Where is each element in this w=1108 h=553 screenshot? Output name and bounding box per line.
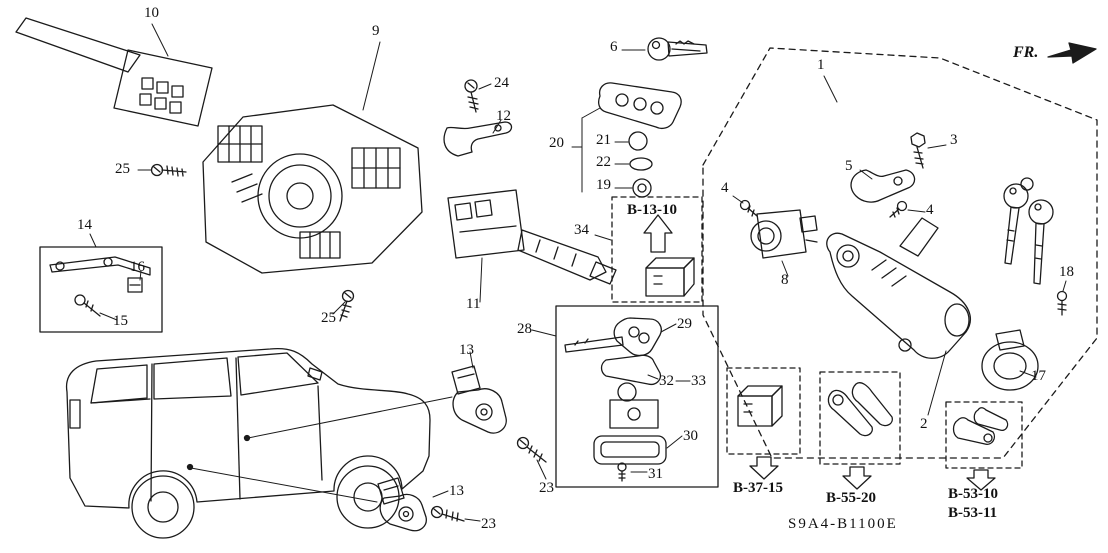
callout-18[interactable]: 18 bbox=[1059, 264, 1074, 280]
screw-24-drawing bbox=[464, 79, 479, 113]
screw-23-upper-drawing bbox=[516, 436, 547, 463]
callout-15[interactable]: 15 bbox=[113, 313, 128, 329]
callout-10[interactable]: 10 bbox=[144, 5, 159, 21]
callout-31[interactable]: 31 bbox=[648, 466, 663, 482]
callout-3[interactable]: 3 bbox=[950, 132, 958, 148]
callout-1[interactable]: 1 bbox=[817, 57, 825, 73]
screw-4-left-drawing bbox=[739, 199, 758, 217]
leader-lines bbox=[89, 23, 1067, 522]
vehicle-drawing bbox=[65, 347, 431, 539]
steering-lock-drawing bbox=[826, 217, 971, 359]
assembly-region-1-outline bbox=[702, 47, 1098, 459]
callout-4b[interactable]: 4 bbox=[926, 202, 934, 218]
screw-4-right-drawing bbox=[889, 200, 908, 218]
ref-b-53-10[interactable]: B-53-10 bbox=[948, 486, 998, 502]
ignition-switch-drawing bbox=[750, 209, 818, 259]
diagram-code: S9A4-B1100E bbox=[788, 516, 898, 532]
ref-box-b1310-drawing bbox=[611, 196, 703, 303]
immobilizer-ring-drawing bbox=[981, 329, 1039, 391]
door-switch-upper-drawing bbox=[451, 365, 507, 434]
bracket-12-drawing bbox=[443, 121, 513, 157]
callout-14[interactable]: 14 bbox=[77, 217, 92, 233]
bracket-kit-box-drawing bbox=[39, 246, 163, 333]
callout-19[interactable]: 19 bbox=[596, 177, 611, 193]
callout-25b[interactable]: 25 bbox=[321, 310, 336, 326]
door-switch-lower-drawing bbox=[377, 477, 427, 532]
callout-12[interactable]: 12 bbox=[496, 108, 511, 124]
callout-11[interactable]: 11 bbox=[466, 296, 481, 312]
transmitter-group-drawing bbox=[598, 82, 682, 198]
ref-box-b3715-drawing bbox=[726, 367, 801, 480]
callout-30[interactable]: 30 bbox=[683, 428, 698, 444]
clamp-5-drawing bbox=[850, 169, 916, 203]
screw-25-right-drawing bbox=[339, 289, 355, 322]
callout-2[interactable]: 2 bbox=[920, 416, 928, 432]
ref-b-37-15[interactable]: B-37-15 bbox=[733, 480, 783, 496]
callout-24[interactable]: 24 bbox=[494, 75, 509, 91]
bolt-3-drawing bbox=[910, 132, 926, 169]
callout-5[interactable]: 5 bbox=[845, 158, 853, 174]
screw-25-left-drawing bbox=[150, 163, 187, 177]
callout-28[interactable]: 28 bbox=[517, 321, 532, 337]
ref-box-b5310-drawing bbox=[945, 401, 1023, 491]
ref-box-b5520-drawing bbox=[819, 371, 901, 490]
callout-4a[interactable]: 4 bbox=[721, 180, 729, 196]
callout-20[interactable]: 20 bbox=[549, 135, 564, 151]
wiper-switch-drawing bbox=[447, 189, 617, 285]
callout-9[interactable]: 9 bbox=[372, 23, 380, 39]
ref-b-13-10[interactable]: B-13-10 bbox=[627, 202, 677, 218]
callout-29[interactable]: 29 bbox=[677, 316, 692, 332]
callout-22[interactable]: 22 bbox=[596, 154, 611, 170]
fr-label: FR. bbox=[1013, 44, 1039, 61]
screw-18-drawing bbox=[1056, 290, 1068, 316]
callout-6[interactable]: 6 bbox=[610, 39, 618, 55]
ref-b-55-20[interactable]: B-55-20 bbox=[826, 490, 876, 506]
callout-21[interactable]: 21 bbox=[596, 132, 611, 148]
fr-direction-arrow bbox=[1047, 42, 1097, 64]
combination-switch-drawing bbox=[202, 104, 423, 274]
callout-13b[interactable]: 13 bbox=[449, 483, 464, 499]
callout-25a[interactable]: 25 bbox=[115, 161, 130, 177]
screw-23-lower-drawing bbox=[430, 505, 465, 522]
key-6-drawing bbox=[647, 37, 708, 61]
callout-16[interactable]: 16 bbox=[130, 259, 145, 275]
callout-23a[interactable]: 23 bbox=[539, 480, 554, 496]
callout-34[interactable]: 34 bbox=[574, 222, 589, 238]
callout-17[interactable]: 17 bbox=[1031, 368, 1046, 384]
callout-13a[interactable]: 13 bbox=[459, 342, 474, 358]
callout-23b[interactable]: 23 bbox=[481, 516, 496, 532]
key-kit-box-drawing bbox=[555, 305, 719, 488]
callout-8[interactable]: 8 bbox=[781, 272, 789, 288]
ref-b-53-11[interactable]: B-53-11 bbox=[948, 505, 998, 521]
callout-32[interactable]: 32 bbox=[659, 373, 674, 389]
callout-33[interactable]: 33 bbox=[691, 373, 706, 389]
master-keys-drawing bbox=[1003, 177, 1054, 285]
combination-stalk-drawing bbox=[15, 17, 213, 127]
